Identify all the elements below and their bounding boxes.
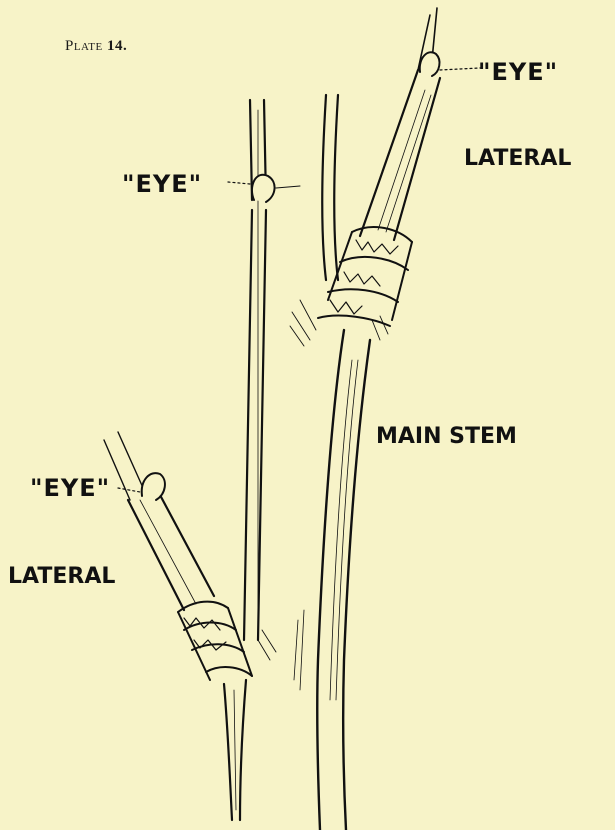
main-stem	[294, 330, 370, 830]
lower-lateral-shoot	[104, 432, 214, 610]
bottom-eye-bud	[118, 473, 165, 500]
main-stem-label: MAIN STEM	[376, 424, 517, 449]
eye-label-top: "EYE"	[478, 58, 558, 86]
top-eye-bud	[420, 52, 480, 76]
lateral-label-bottom: LATERAL	[8, 564, 115, 589]
upper-collar	[290, 227, 412, 346]
eye-label-middle: "EYE"	[122, 170, 202, 198]
lateral-label-top: LATERAL	[464, 146, 571, 171]
eye-label-bottom: "EYE"	[30, 474, 110, 502]
upper-lateral-shoot	[360, 8, 440, 240]
lower-collar	[178, 602, 276, 680]
lower-base-stem	[224, 680, 246, 820]
middle-eye-bud	[228, 175, 300, 202]
